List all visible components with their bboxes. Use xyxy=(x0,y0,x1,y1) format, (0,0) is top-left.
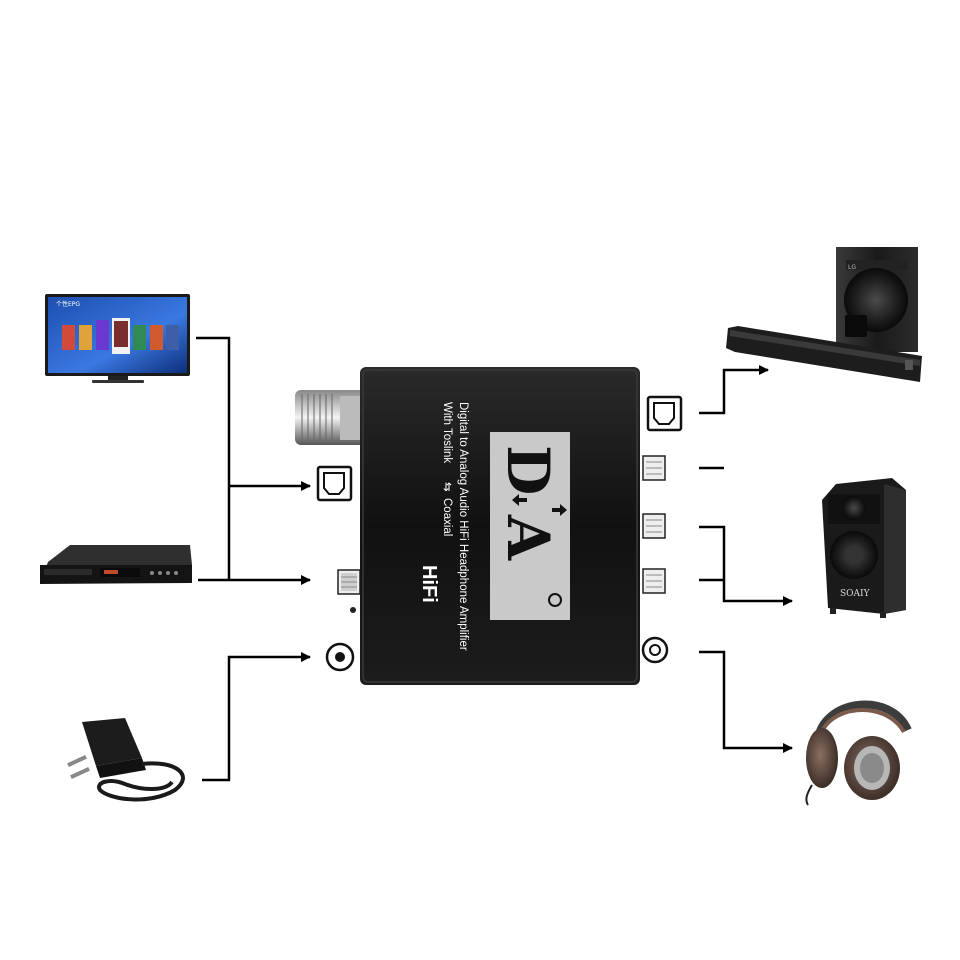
device-title: Digital to Analog Audio HiFi Headphone A… xyxy=(457,402,469,651)
soundbar-icon: LG xyxy=(726,247,922,382)
dvd-player-icon xyxy=(40,545,192,584)
dac-logo: D A xyxy=(490,432,570,620)
loudspeaker-icon: SOAIY xyxy=(822,478,906,618)
headphone-connector-line xyxy=(699,652,792,748)
power-adapter-icon xyxy=(67,718,183,799)
logo-letter-d: D xyxy=(494,445,562,495)
dac-device: Digital to Analog Audio HiFi Headphone A… xyxy=(360,367,640,685)
device-subtitle-right: Coaxial xyxy=(441,498,453,536)
power-connector-line xyxy=(202,657,310,780)
tv-connector-line xyxy=(196,338,229,580)
speaker-brand: SOAIY xyxy=(840,589,871,599)
tv-screen-title: 个性EPG xyxy=(56,300,80,308)
optical-output-port-icon xyxy=(648,397,681,430)
rca-output-port-2-icon xyxy=(643,514,665,538)
coaxial-input-port-icon xyxy=(338,570,360,613)
soundbar-connector-line xyxy=(699,370,768,413)
device-arrow-glyph: ⇆ xyxy=(441,482,453,492)
headphone-jack-icon xyxy=(643,638,667,662)
soundbar-badge: LG xyxy=(848,264,856,271)
hifi-label: HiFi xyxy=(418,565,440,603)
headphones-icon xyxy=(806,705,908,805)
rca-output-port-3-icon xyxy=(643,569,665,593)
tv-icon: 个性EPG xyxy=(45,294,190,383)
device-subtitle-left: With Toslink xyxy=(441,402,453,463)
volume-knob-icon xyxy=(295,390,366,445)
rca-output-port-1-icon xyxy=(643,456,665,480)
optical-input-port-icon xyxy=(318,467,351,500)
power-input-port-icon xyxy=(327,644,353,670)
speaker-connector-line xyxy=(699,527,792,601)
logo-letter-a: A xyxy=(494,514,562,561)
